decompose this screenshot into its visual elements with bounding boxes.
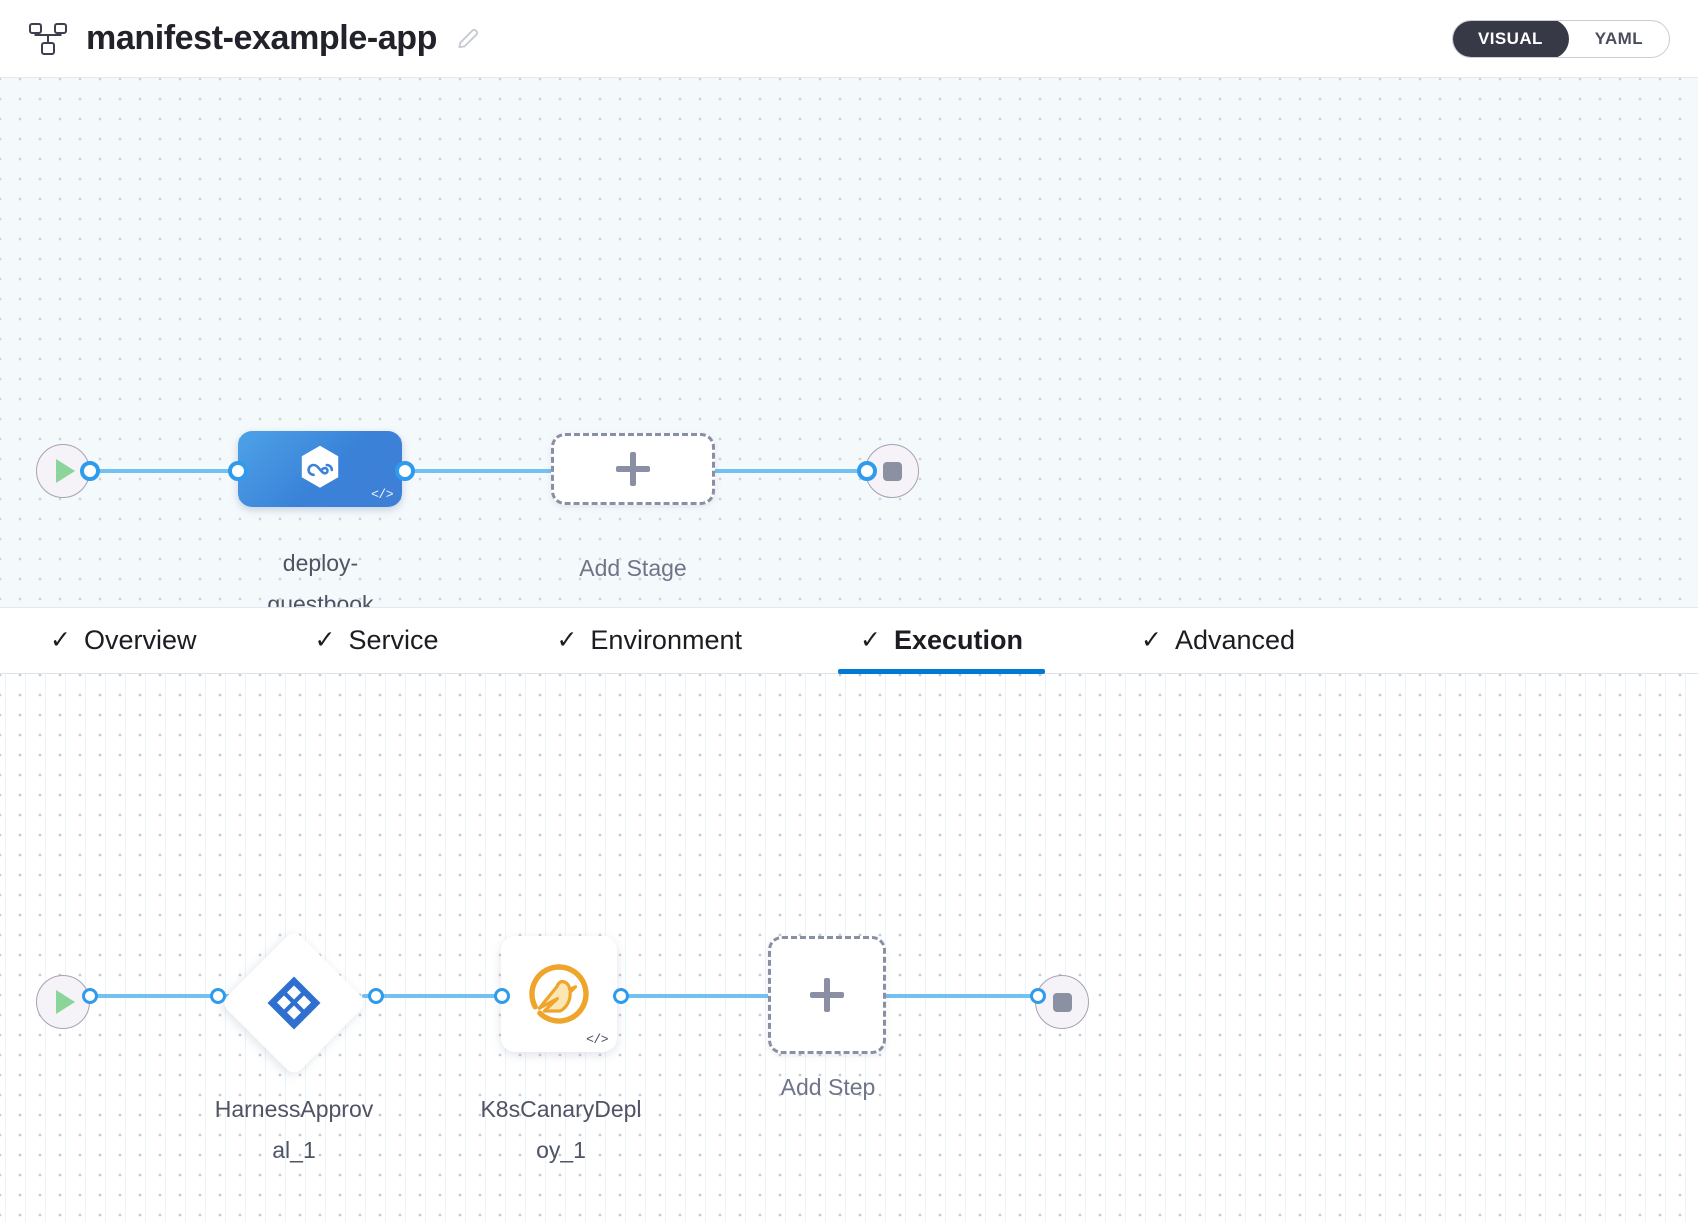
stop-icon — [1052, 992, 1072, 1012]
check-icon: ✓ — [314, 626, 336, 654]
execution-canvas[interactable]: HarnessApprov al_1 </> K8sCanaryDepl oy_… — [0, 674, 1698, 1222]
page-title: manifest-example-app — [86, 19, 437, 57]
connector-dot-canary-out — [613, 988, 629, 1004]
stage-node-deploy-guestbook[interactable]: </> — [238, 431, 402, 507]
check-icon: ✓ — [1140, 626, 1162, 654]
add-stage-label: Add Stage — [579, 555, 687, 581]
header-left-group: manifest-example-app — [28, 19, 481, 58]
step-label-k8s-canary-deploy: K8sCanaryDepl oy_1 — [480, 1096, 642, 1163]
tab-label: Service — [348, 625, 439, 655]
step-node-harness-approval[interactable] — [220, 929, 368, 1077]
connector-dot-stage-out — [395, 461, 415, 481]
add-step-button[interactable] — [768, 936, 886, 1054]
stage-tabbar[interactable]: ✓ Overview ✓ Service ✓ Environment ✓ Exe… — [0, 608, 1698, 674]
check-icon: ✓ — [860, 626, 881, 654]
connector-dot-approval-out — [368, 988, 384, 1004]
connector-line-approval-to-canary — [362, 994, 507, 998]
header-right-group: VISUAL YAML — [1452, 19, 1670, 58]
connector-dot-start-out — [82, 988, 98, 1004]
yaml-code-badge[interactable]: </> — [371, 487, 393, 502]
tab-label: Advanced — [1174, 625, 1296, 655]
play-icon — [56, 459, 75, 483]
tab-execution[interactable]: ✓ Execution — [838, 608, 1045, 674]
connector-dot-end-in — [1030, 988, 1046, 1004]
harness-cd-hexagon-icon — [294, 443, 346, 495]
stop-icon — [882, 461, 902, 481]
yaml-mode-button[interactable]: YAML — [1569, 21, 1669, 57]
check-icon: ✓ — [556, 626, 578, 654]
tab-label: Overview — [83, 625, 197, 655]
app-header: manifest-example-app VISUAL YAML — [0, 0, 1698, 78]
connector-line-start-to-approval — [90, 994, 235, 998]
visual-mode-button[interactable]: VISUAL — [1453, 20, 1569, 57]
view-mode-toggle[interactable]: VISUAL YAML — [1452, 19, 1670, 58]
pencil-edit-icon[interactable] — [455, 26, 481, 52]
execution-start-node[interactable] — [36, 975, 90, 1029]
connector-dot-end-in — [857, 461, 877, 481]
step-node-k8s-canary-deploy[interactable]: </> — [501, 936, 617, 1052]
pipeline-icon — [28, 22, 68, 56]
connector-dot-start-out — [80, 461, 100, 481]
stage-canvas[interactable]: </> deploy- guestbook Add Stage — [0, 78, 1698, 608]
stage-node-label: deploy- guestbook — [267, 550, 374, 608]
tab-advanced[interactable]: ✓ Advanced — [1119, 608, 1317, 673]
yaml-code-badge[interactable]: </> — [586, 1032, 608, 1047]
play-icon — [56, 990, 75, 1014]
stage-start-node[interactable] — [36, 444, 90, 498]
diamond-inner — [265, 974, 323, 1032]
connector-line-addstage-to-end — [712, 469, 892, 473]
tab-environment[interactable]: ✓ Environment — [534, 608, 764, 673]
add-step-label: Add Step — [780, 1074, 876, 1100]
tab-label: Environment — [590, 625, 742, 655]
tab-overview[interactable]: ✓ Overview — [28, 608, 218, 673]
connector-dot-approval-in — [210, 988, 226, 1004]
harness-approval-icon — [265, 974, 323, 1032]
connector-line-start-to-stage — [90, 469, 250, 473]
plus-icon — [810, 978, 844, 1012]
check-icon: ✓ — [50, 626, 71, 654]
connector-dot-canary-in — [494, 988, 510, 1004]
canary-bird-icon — [526, 961, 592, 1027]
tab-label: Execution — [893, 625, 1023, 655]
add-stage-button[interactable] — [551, 433, 715, 505]
connector-line-stage-to-addstage — [400, 469, 570, 473]
step-label-harness-approval: HarnessApprov al_1 — [214, 1096, 374, 1163]
connector-dot-stage-in — [228, 461, 248, 481]
plus-icon — [616, 452, 650, 486]
tab-service[interactable]: ✓ Service — [292, 608, 460, 673]
